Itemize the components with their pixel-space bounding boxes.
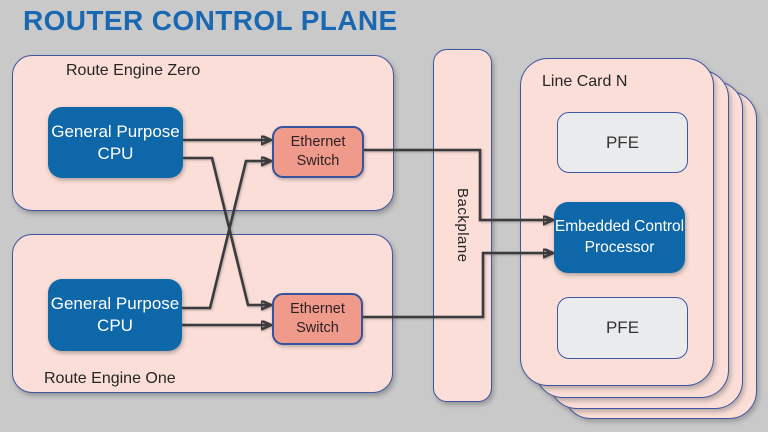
- pfe-top-label: PFE: [605, 132, 640, 152]
- cpu-zero-label: General Purpose CPU: [51, 121, 180, 163]
- ethernet-switch-zero-label: Ethernet Switch: [290, 134, 346, 169]
- ethernet-switch-one-box: Ethernet Switch: [272, 293, 363, 345]
- cpu-one-label: General Purpose CPU: [50, 294, 180, 335]
- cpu-one-box: General Purpose CPU: [48, 279, 182, 351]
- ethernet-switch-zero-box: Ethernet Switch: [272, 126, 364, 178]
- pfe-bottom-box: PFE: [557, 297, 688, 359]
- backplane-box: Backplane: [433, 49, 492, 402]
- ethernet-switch-one-label: Ethernet Switch: [290, 301, 345, 336]
- embedded-control-processor-box: Embedded Control Processor: [554, 202, 685, 273]
- route-engine-one-label: Route Engine One: [44, 370, 176, 387]
- page-title: ROUTER CONTROL PLANE: [23, 5, 398, 36]
- embedded-control-processor-label: Embedded Control Processor: [554, 218, 685, 256]
- route-engine-zero-label: Route Engine Zero: [66, 62, 201, 79]
- backplane-label: Backplane: [454, 188, 471, 263]
- pfe-top-box: PFE: [557, 112, 688, 173]
- cpu-zero-box: General Purpose CPU: [48, 107, 183, 178]
- line-card-label: Line Card N: [542, 73, 628, 90]
- pfe-bottom-label: PFE: [605, 318, 640, 337]
